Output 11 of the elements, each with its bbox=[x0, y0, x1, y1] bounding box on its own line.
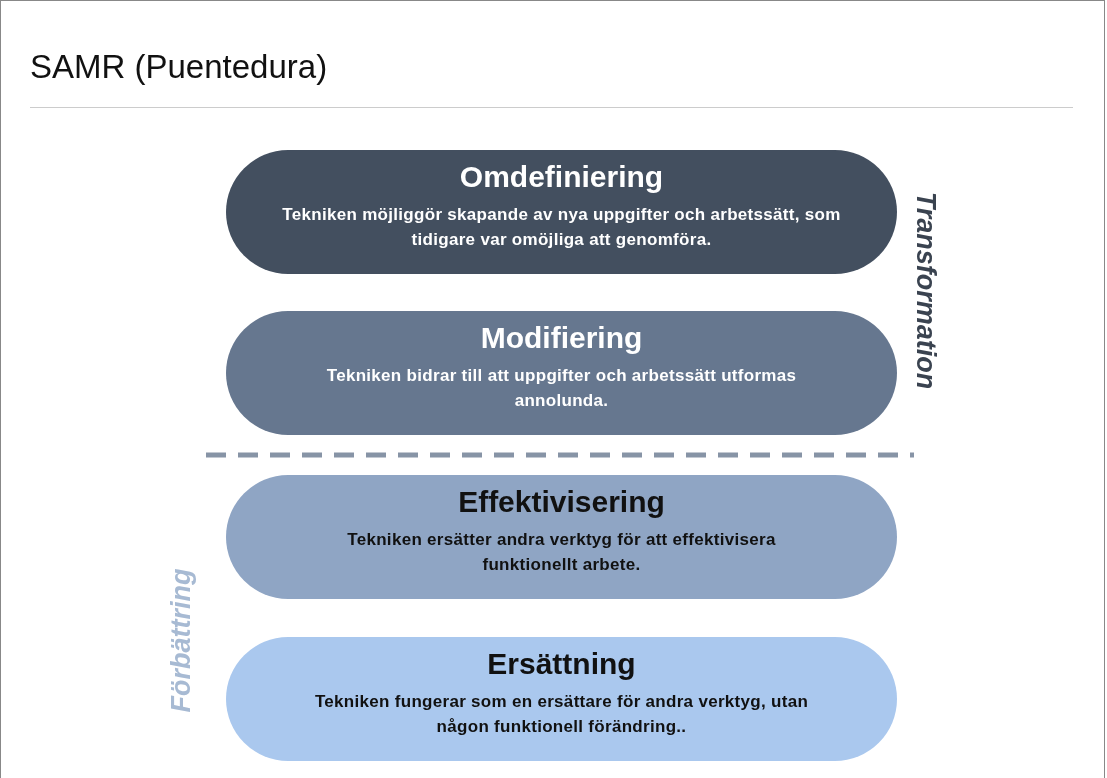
level-description: Tekniken bidrar till att uppgifter och arbetssätt utformas annolunda. bbox=[326, 365, 797, 412]
side-label: Transformation bbox=[910, 191, 942, 389]
side-label: Förbättring bbox=[166, 568, 198, 712]
page-title: SAMR (Puentedura) bbox=[30, 48, 328, 86]
level-heading: Effektivisering bbox=[458, 485, 665, 519]
level-description: Tekniken fungerar som en ersättare för andra verktyg, utan någon funktionell förändring.. bbox=[313, 691, 810, 738]
level-heading: Omdefiniering bbox=[459, 160, 664, 194]
level-description: Tekniken ersätter andra verktyg för att effektivisera funktionellt arbete. bbox=[346, 529, 777, 576]
level-heading: Ersättning bbox=[487, 647, 636, 681]
level-heading: Modifiering bbox=[480, 321, 643, 355]
level-description: Tekniken möjliggör skapande av nya uppgifter och arbetssätt, som tidigare var omöjliga att genomföra. bbox=[281, 204, 842, 251]
